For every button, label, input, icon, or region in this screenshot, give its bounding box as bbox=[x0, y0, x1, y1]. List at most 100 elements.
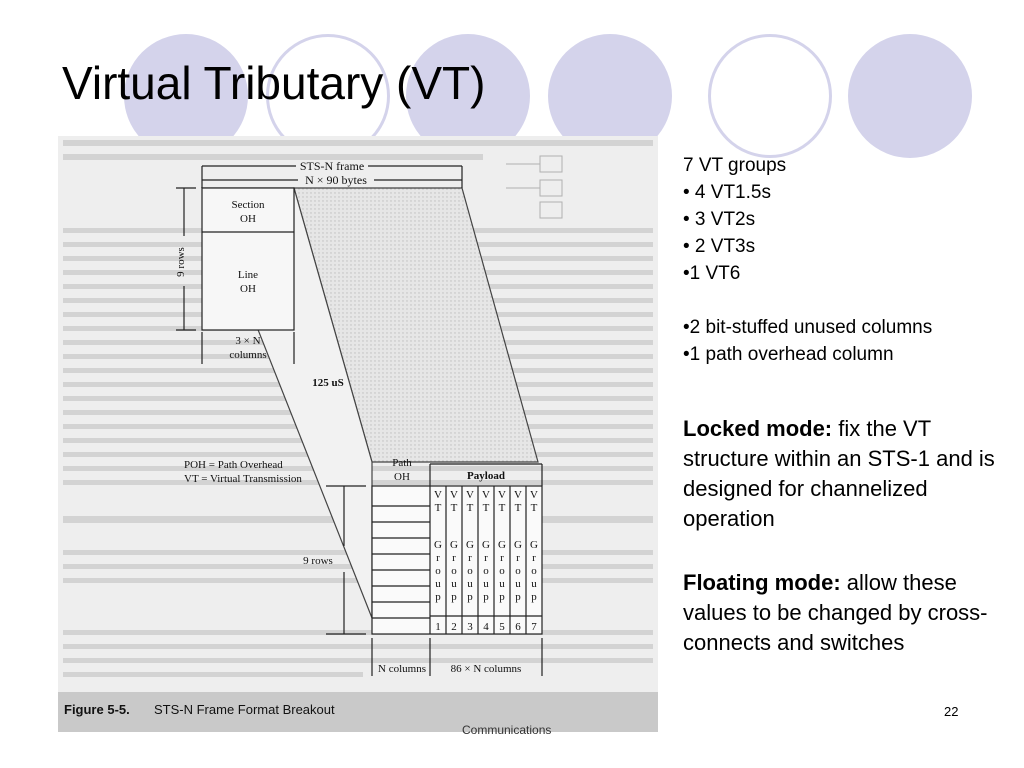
vt-letter: T bbox=[467, 502, 474, 514]
rows-left-label: 9 rows bbox=[175, 247, 187, 277]
vt-letter: V bbox=[434, 489, 442, 501]
vt-letter: r bbox=[468, 552, 472, 564]
vt-bullet-list: 7 VT groups • 4 VT1.5s • 3 VT2s • 2 VT3s •1 … bbox=[683, 152, 1013, 368]
vt-letter: G bbox=[530, 539, 538, 551]
vt-letter: V bbox=[482, 489, 490, 501]
vt-letter: V bbox=[498, 489, 506, 501]
vt-letter: p bbox=[451, 591, 457, 603]
bullet-item: • 4 VT1.5s bbox=[683, 182, 771, 203]
vt-letter: u bbox=[499, 578, 505, 590]
vt-letter: u bbox=[467, 578, 473, 590]
vt-letter: G bbox=[466, 539, 474, 551]
vt-letter: T bbox=[451, 502, 458, 514]
vt-letter: u bbox=[515, 578, 521, 590]
payload-label: Payload bbox=[467, 470, 505, 482]
vt-letter: T bbox=[515, 502, 522, 514]
vt-letter: G bbox=[514, 539, 522, 551]
vt-group-number: 3 bbox=[467, 621, 473, 633]
time-label: 125 uS bbox=[312, 377, 344, 389]
sts-n-frame-figure: STS-N frame N × 90 bytes Section OH Line… bbox=[58, 136, 658, 732]
vt-letter: o bbox=[435, 565, 441, 577]
payload-columns-label: 86 × N columns bbox=[451, 663, 522, 675]
vt-letter: r bbox=[500, 552, 504, 564]
vt-letter: G bbox=[498, 539, 506, 551]
bullet-spacer bbox=[683, 287, 1013, 314]
vt-letter: p bbox=[499, 591, 505, 603]
vt-group-number: 2 bbox=[451, 621, 457, 633]
vt-letter: T bbox=[483, 502, 490, 514]
vt-letter: G bbox=[482, 539, 490, 551]
vt-letter: T bbox=[531, 502, 538, 514]
vt-letter: r bbox=[516, 552, 520, 564]
bullet-item: • 3 VT2s bbox=[683, 209, 756, 230]
vt-letter: p bbox=[483, 591, 489, 603]
bullet-item: •1 VT6 bbox=[683, 263, 741, 284]
line-oh-label-2: OH bbox=[240, 283, 256, 295]
vt-letter: V bbox=[450, 489, 458, 501]
vt-letter: o bbox=[515, 565, 521, 577]
vt-group-columns: VTGroup1VTGroup2VTGroup3VTGroup4VTGroup5… bbox=[434, 489, 538, 633]
locked-mode-text: fix the VT structure within an STS-1 and… bbox=[683, 416, 995, 531]
bullet-item: •1 path overhead column bbox=[683, 344, 894, 365]
vt-letter: G bbox=[434, 539, 442, 551]
bullet-item: 7 VT groups bbox=[683, 155, 787, 176]
decor-circle-5 bbox=[708, 34, 832, 158]
vt-letter: p bbox=[531, 591, 537, 603]
section-oh-label-2: OH bbox=[240, 213, 256, 225]
frame-diagram bbox=[176, 165, 543, 676]
vt-letter: u bbox=[531, 578, 537, 590]
scan-background-boxes bbox=[506, 155, 563, 219]
slide-title: Virtual Tributary (VT) bbox=[62, 57, 486, 109]
footer-text: Communications bbox=[462, 723, 552, 737]
floating-mode-paragraph: Floating mode: allow these values to be … bbox=[683, 568, 1003, 658]
vt-letter: V bbox=[530, 489, 538, 501]
vt-group-number: 4 bbox=[483, 621, 489, 633]
vt-letter: u bbox=[483, 578, 489, 590]
vt-letter: G bbox=[450, 539, 458, 551]
path-oh-label-2: OH bbox=[394, 471, 410, 483]
vt-letter: o bbox=[467, 565, 473, 577]
vt-letter: o bbox=[483, 565, 489, 577]
vt-letter: o bbox=[531, 565, 537, 577]
vt-letter: u bbox=[451, 578, 457, 590]
vt-letter: o bbox=[499, 565, 505, 577]
vt-group-number: 5 bbox=[499, 621, 505, 633]
poh-definition: POH = Path Overhead bbox=[184, 459, 283, 471]
n-columns-label: N columns bbox=[378, 663, 426, 675]
vt-group-number: 1 bbox=[435, 621, 441, 633]
vt-letter: r bbox=[532, 552, 536, 564]
vt-letter: u bbox=[435, 578, 441, 590]
figure-caption-title: STS-N Frame Format Breakout bbox=[154, 702, 335, 717]
vt-letter: p bbox=[515, 591, 521, 603]
section-oh-label-1: Section bbox=[232, 199, 265, 211]
path-oh-label-1: Path bbox=[392, 457, 412, 469]
sts-frame-label: STS-N frame bbox=[300, 159, 364, 173]
caption-strip bbox=[58, 692, 658, 732]
bullet-item: • 2 VT3s bbox=[683, 236, 756, 257]
vt-group-number: 6 bbox=[515, 621, 521, 633]
vt-letter: r bbox=[484, 552, 488, 564]
oh-columns-label-1: 3 × N bbox=[235, 335, 260, 347]
vt-letter: T bbox=[435, 502, 442, 514]
bullet-item: •2 bit-stuffed unused columns bbox=[683, 317, 933, 338]
oh-columns-label-2: columns bbox=[229, 349, 266, 361]
figure-caption-label: Figure 5-5. bbox=[64, 702, 130, 717]
floating-mode-text: allow these values to be changed by cros… bbox=[683, 570, 988, 655]
vt-letter: p bbox=[467, 591, 473, 603]
locked-mode-label: Locked mode: bbox=[683, 416, 833, 441]
vt-letter: V bbox=[514, 489, 522, 501]
vt-letter: o bbox=[451, 565, 457, 577]
vt-letter: r bbox=[436, 552, 440, 564]
vt-letter: p bbox=[435, 591, 441, 603]
decor-circle-6 bbox=[848, 34, 972, 158]
rows-bottom-label: 9 rows bbox=[303, 555, 333, 567]
line-oh-label-1: Line bbox=[238, 269, 258, 281]
vt-letter: V bbox=[466, 489, 474, 501]
page-number: 22 bbox=[944, 704, 959, 719]
vt-letter: r bbox=[452, 552, 456, 564]
locked-mode-paragraph: Locked mode: fix the VT structure within… bbox=[683, 414, 1003, 534]
vt-definition: VT = Virtual Transmission bbox=[184, 473, 302, 485]
n-bytes-label: N × 90 bytes bbox=[305, 173, 367, 187]
vt-letter: T bbox=[499, 502, 506, 514]
vt-group-number: 7 bbox=[531, 621, 537, 633]
